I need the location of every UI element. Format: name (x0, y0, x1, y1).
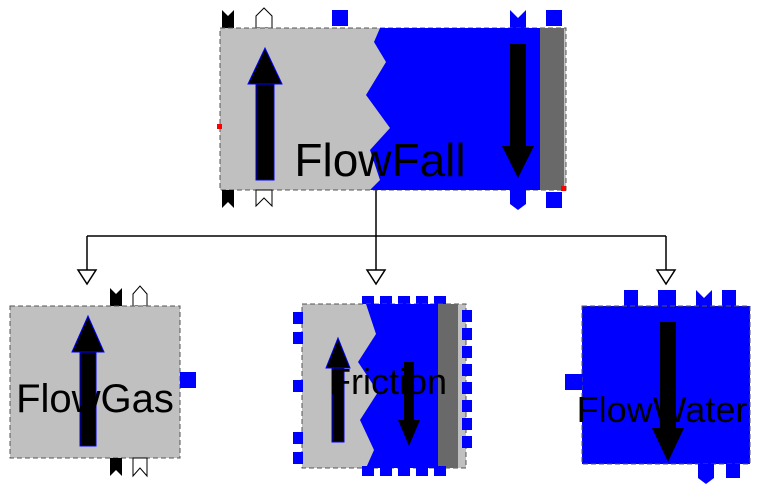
arrowhead-friction (365, 269, 387, 286)
port-bottom-4 (416, 466, 428, 476)
port-bottom-water (510, 190, 526, 210)
port-right-1 (462, 310, 472, 322)
port-right-6 (462, 400, 472, 412)
connector-dot-left (217, 124, 222, 129)
port-right-4 (462, 364, 472, 376)
down-arrow-icon (398, 362, 420, 446)
port-left-2 (293, 332, 303, 344)
port-top-1 (362, 296, 374, 306)
up-arrow-icon (71, 314, 105, 447)
port-right-7 (462, 418, 472, 430)
port-bottom-1 (362, 466, 374, 476)
port-bottom-black (110, 458, 122, 476)
port-top-2 (658, 290, 676, 306)
tree-connectors (86, 190, 667, 272)
port-left-3 (293, 380, 303, 392)
flowwater-label: FlowWater (577, 389, 748, 430)
port-bottom-5 (434, 466, 446, 476)
up-arrow-icon (325, 336, 351, 443)
arrowhead-flowwater (655, 269, 677, 286)
flowwater-block[interactable]: FlowWater (565, 290, 751, 484)
friction-water-zone (358, 304, 438, 468)
down-arrow-icon (652, 322, 684, 462)
port-right-2 (462, 328, 472, 340)
port-top-white (255, 7, 273, 29)
port-top-black (110, 288, 122, 306)
port-top-water (696, 290, 712, 306)
tree-arrowheads (76, 269, 677, 286)
port-right-blue (180, 372, 196, 388)
port-top-white (132, 285, 148, 307)
flowfall-wall (540, 28, 564, 190)
connector-dot-right (561, 186, 566, 191)
friction-label: Friction (329, 361, 447, 402)
port-top-water (510, 10, 526, 28)
port-top-5 (434, 296, 446, 306)
port-left-1 (293, 312, 303, 324)
port-bottom-water (698, 464, 714, 484)
port-top-black (222, 10, 234, 28)
port-bottom-white (255, 189, 273, 208)
port-top-blue-right (546, 10, 562, 26)
port-bottom-2 (380, 466, 392, 476)
up-arrow-icon (247, 46, 283, 181)
port-bottom-white (132, 457, 148, 478)
port-top-1 (624, 290, 638, 306)
port-top-4 (416, 296, 428, 306)
flowfall-water-zone (366, 28, 540, 190)
flowgas-label: FlowGas (16, 377, 174, 421)
port-bottom-blue (726, 464, 740, 478)
port-right-8 (462, 436, 472, 448)
port-right-3 (462, 346, 472, 358)
port-top-3 (722, 290, 736, 306)
flowfall-block[interactable]: FlowFall (217, 7, 567, 210)
friction-block[interactable]: Friction (293, 296, 472, 476)
flowfall-label: FlowFall (294, 134, 465, 186)
port-left-blue (565, 374, 582, 390)
friction-wall (438, 304, 458, 468)
flowgas-block[interactable]: FlowGas (9, 285, 196, 478)
port-top-2 (380, 296, 392, 306)
down-arrow-icon (502, 44, 534, 178)
port-left-4 (293, 432, 303, 444)
port-bottom-blue (546, 192, 562, 208)
port-top-3 (398, 296, 410, 306)
port-left-5 (293, 452, 303, 464)
port-bottom-black (222, 190, 234, 208)
port-right-5 (462, 382, 472, 394)
arrowhead-flowgas (76, 269, 98, 286)
port-bottom-3 (398, 466, 410, 476)
port-top-blue (332, 10, 348, 26)
